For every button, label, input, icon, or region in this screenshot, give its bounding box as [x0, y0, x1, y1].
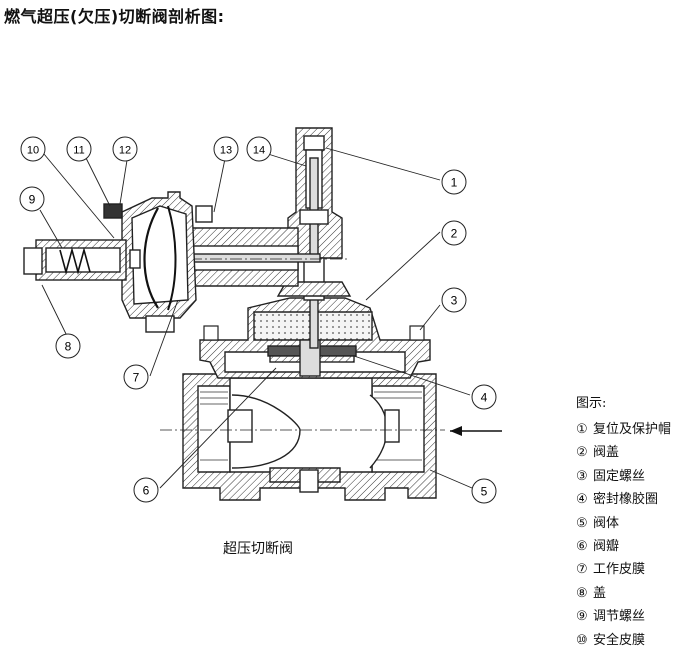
legend-label: 盖	[593, 585, 607, 601]
legend-item: ⑩ 安全皮膜	[576, 629, 694, 652]
callout-5: 5	[471, 478, 497, 504]
svg-text:13: 13	[220, 145, 232, 157]
legend-label: 阀体	[593, 515, 620, 531]
actuator-arm	[119, 227, 321, 287]
leader-lines	[39, 147, 473, 489]
callout-8: 8	[55, 333, 81, 359]
legend-label: 工作皮膜	[593, 562, 646, 578]
legend-item: ④ 密封橡胶圈	[576, 488, 694, 511]
svg-text:7: 7	[133, 371, 140, 385]
legend-number: ⑨	[576, 609, 588, 625]
svg-text:11: 11	[73, 145, 84, 157]
flow-arrow	[450, 426, 502, 436]
legend-number: ③	[576, 468, 588, 484]
callout-2: 2	[441, 220, 467, 246]
svg-text:14: 14	[253, 145, 265, 157]
legend-number: ⑧	[576, 585, 588, 601]
svg-text:2: 2	[451, 227, 458, 241]
legend-number: ⑩	[576, 632, 588, 648]
legend-number: ②	[576, 445, 588, 461]
legend-number: ①	[576, 422, 588, 437]
adjusting-screw-housing	[23, 239, 141, 281]
svg-text:4: 4	[481, 391, 488, 405]
legend-item: ③ 固定螺丝	[576, 465, 694, 488]
legend-item: ⑦ 工作皮膜	[576, 558, 694, 581]
legend-item: ② 阀盖	[576, 441, 694, 464]
legend-label: 密封橡胶圈	[593, 492, 659, 508]
callout-12: 12	[112, 136, 138, 162]
callout-14: 14	[246, 136, 272, 162]
svg-text:8: 8	[65, 340, 72, 354]
callout-6: 6	[133, 477, 159, 503]
svg-text:10: 10	[27, 145, 39, 157]
svg-text:3: 3	[451, 294, 458, 308]
callout-3: 3	[441, 287, 467, 313]
legend-label: 固定螺丝	[593, 468, 646, 484]
legend-item: ⑥ 阀瓣	[576, 535, 694, 558]
callout-13: 13	[213, 136, 239, 162]
svg-text:1: 1	[451, 176, 458, 190]
callout-10: 10	[20, 136, 46, 162]
valve-body	[182, 373, 437, 501]
diagram-caption: 超压切断阀	[223, 541, 293, 557]
svg-text:5: 5	[481, 485, 488, 499]
callout-4: 4	[471, 384, 497, 410]
legend-label: 调节螺丝	[593, 609, 646, 625]
legend-label: 阀盖	[593, 445, 620, 461]
callout-11: 11	[66, 136, 92, 162]
legend-item: ⑤ 阀体	[576, 512, 694, 535]
diagram-title: 燃气超压(欠压)切断阀剖析图:	[4, 7, 225, 26]
legend-number: ④	[576, 492, 588, 508]
legend-label: 安全皮膜	[593, 632, 646, 648]
legend-number: ⑦	[576, 562, 588, 578]
svg-text:6: 6	[143, 484, 150, 498]
svg-text:12: 12	[119, 145, 131, 157]
legend-item: ⑨ 调节螺丝	[576, 605, 694, 628]
diaphragm-housing	[103, 191, 213, 333]
legend-label: 阀瓣	[593, 538, 620, 554]
callout-9: 9	[19, 186, 45, 212]
legend-number: ⑤	[576, 515, 588, 531]
svg-text:9: 9	[29, 193, 36, 207]
legend-label: 复位及保护帽	[593, 422, 672, 437]
callout-7: 7	[123, 364, 149, 390]
legend-item: ① 复位及保护帽	[576, 418, 694, 441]
legend: 图示: ① 复位及保护帽 ② 阀盖 ③ 固定螺丝 ④ 密封橡胶圈 ⑤ 阀体 ⑥ 阀瓣 ⑦ 工作…	[576, 394, 694, 652]
callout-1: 1	[441, 169, 467, 195]
legend-number: ⑥	[576, 538, 588, 554]
legend-title: 图示:	[576, 396, 607, 411]
